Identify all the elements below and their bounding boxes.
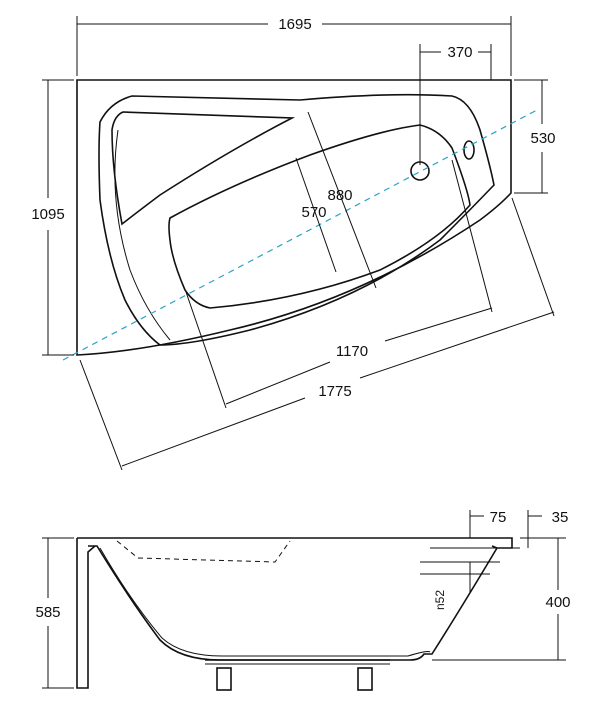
side-leg-right xyxy=(357,667,373,691)
dim-inner-height-label: 400 xyxy=(545,594,570,611)
side-front-panel xyxy=(76,538,96,689)
dim-total-height-label: 585 xyxy=(35,604,60,621)
inner-basin-outline xyxy=(168,124,471,309)
dim-pipe-label: n52 xyxy=(433,590,447,610)
dim-edge-label: 35 xyxy=(552,509,569,526)
dim-total-length-label: 1775 xyxy=(318,383,351,400)
side-leg-left xyxy=(216,667,232,691)
head-rest-outline xyxy=(111,111,296,226)
dim-right-height-label: 530 xyxy=(530,130,555,147)
tub-outer-outline xyxy=(76,79,512,356)
side-tub-inner xyxy=(99,547,431,657)
dim-inner-length-label: 1170 xyxy=(336,343,368,360)
tub-rim-contour xyxy=(98,93,495,346)
side-view: 75 35 n52 400 585 xyxy=(35,509,571,691)
tub-axis-line xyxy=(62,109,538,361)
top-view: 1695 370 530 1095 880 570 1170 xyxy=(31,16,556,471)
dim-drain-offset-label: 370 xyxy=(447,44,472,61)
dim-rim-label: 75 xyxy=(490,509,507,526)
dim-height-label: 1095 xyxy=(31,206,64,223)
overflow-icon xyxy=(463,140,475,160)
side-backrest-dashed xyxy=(116,540,291,563)
inner-left-curve xyxy=(114,129,171,341)
dim-width-label: 1695 xyxy=(278,16,311,33)
dim-inner-width-label: 570 xyxy=(301,204,326,221)
side-rim-outline xyxy=(77,537,513,549)
dim-inner-diag-label: 880 xyxy=(327,187,352,204)
